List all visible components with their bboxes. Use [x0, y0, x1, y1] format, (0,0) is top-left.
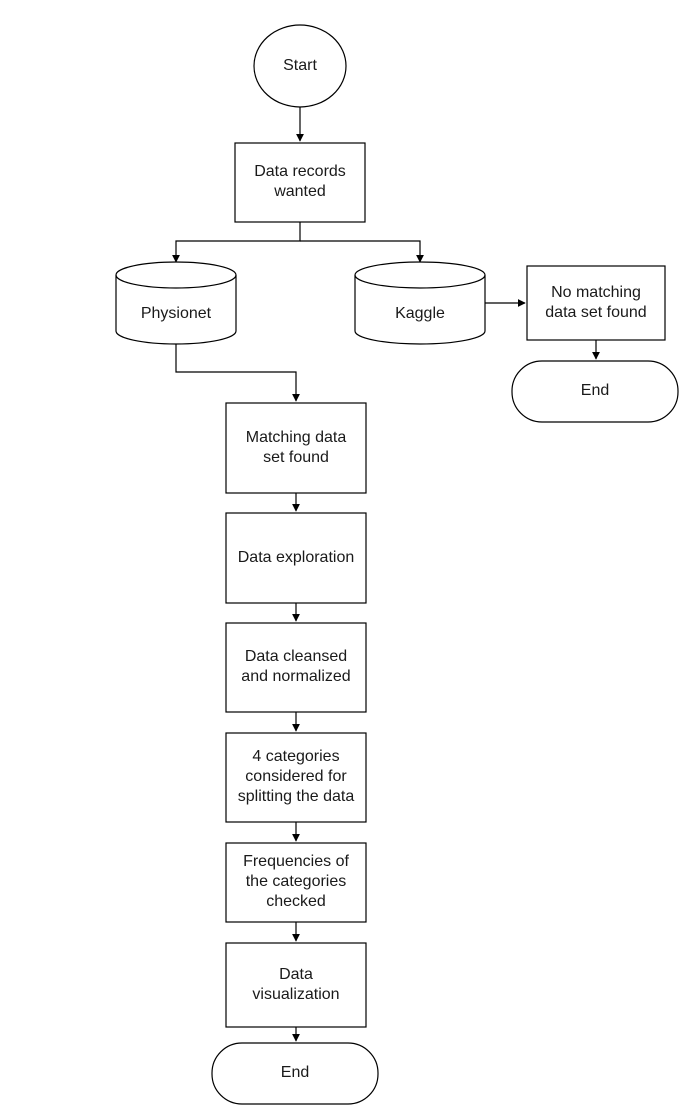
node-no-matching-data-set-found: No matching data set found: [526, 265, 666, 341]
node-data-visualization-label: Data visualization: [252, 966, 339, 1003]
node-data-exploration: Data exploration: [225, 512, 367, 604]
node-matching-data-set-found-label: Matching data set found: [246, 429, 347, 466]
label-line: data set found: [545, 304, 646, 321]
label-line: checked: [266, 893, 326, 910]
label-line: Frequencies of: [243, 853, 349, 870]
node-end-bottom: End: [211, 1042, 379, 1105]
node-frequencies-checked: Frequencies of the categories checked: [225, 842, 367, 923]
label-line: Matching data: [246, 429, 347, 446]
label-line: wanted: [273, 183, 326, 200]
label-line: End: [281, 1064, 309, 1081]
node-end-bottom-label: End: [281, 1064, 309, 1081]
node-no-matching-data-set-found-label: No matching data set found: [545, 284, 646, 321]
edge-data-records-to-physionet: [172, 222, 301, 263]
label-line: the categories: [246, 873, 347, 890]
node-start: Start: [253, 24, 347, 108]
node-kaggle: Kaggle: [354, 261, 486, 345]
node-kaggle-label: Kaggle: [395, 305, 445, 322]
label-line: Data cleansed: [245, 648, 347, 665]
node-end-right-label: End: [581, 382, 609, 399]
edge-data-records-to-kaggle: [300, 240, 424, 263]
label-line: Data: [279, 966, 313, 983]
label-line: and normalized: [241, 668, 350, 685]
node-end-right: End: [511, 360, 679, 423]
label-line: End: [581, 382, 609, 399]
flowchart-edges: [172, 107, 600, 1042]
node-data-records-wanted-label: Data records wanted: [254, 163, 346, 200]
node-data-cleansed-and-normalized-label: Data cleansed and normalized: [241, 648, 350, 685]
node-physionet-label: Physionet: [141, 305, 212, 322]
node-data-cleansed-and-normalized: Data cleansed and normalized: [225, 622, 367, 713]
label-line: 4 categories: [252, 748, 339, 765]
node-physionet: Physionet: [115, 261, 237, 345]
node-data-records-wanted: Data records wanted: [234, 142, 366, 223]
label-line: visualization: [252, 986, 339, 1003]
node-data-exploration-label: Data exploration: [238, 549, 355, 566]
label-line: splitting the data: [238, 788, 355, 805]
label-line: Data exploration: [238, 549, 355, 566]
node-four-categories-considered-label: 4 categories considered for splitting the …: [238, 748, 355, 805]
label-line: Kaggle: [395, 305, 445, 322]
label-line: Start: [283, 57, 317, 74]
node-four-categories-considered: 4 categories considered for splitting the …: [225, 732, 367, 823]
node-matching-data-set-found: Matching data set found: [225, 402, 367, 494]
node-frequencies-checked-label: Frequencies of the categories checked: [243, 853, 349, 910]
edge-physionet-to-matching: [175, 343, 300, 402]
node-start-label: Start: [283, 57, 317, 74]
label-line: Physionet: [141, 305, 212, 322]
node-data-visualization: Data visualization: [225, 942, 367, 1028]
label-line: considered for: [245, 768, 347, 785]
label-line: Data records: [254, 163, 346, 180]
label-line: set found: [263, 449, 329, 466]
label-line: No matching: [551, 284, 641, 301]
